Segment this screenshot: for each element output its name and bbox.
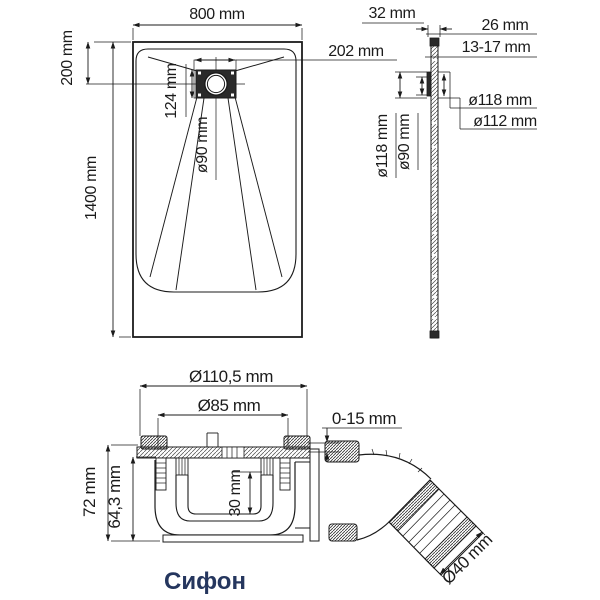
tray-slope-lines bbox=[147, 56, 285, 291]
tray-section-joints bbox=[431, 58, 438, 320]
outlet-collar-upper bbox=[388, 479, 440, 532]
tray-bottom-cap bbox=[429, 330, 440, 339]
union-nut-bottom bbox=[328, 523, 358, 542]
dim-label-1400: 1400 mm bbox=[83, 156, 100, 220]
drain-hole-inner bbox=[206, 74, 226, 94]
flange-notch bbox=[231, 71, 234, 75]
siphon-section-view: Ø110,5 mm Ø85 mm 0-15 mm 72 mm 64,3 mm 3… bbox=[80, 367, 496, 595]
dim-label-90-left: ø90 mm bbox=[396, 114, 413, 170]
dim-label-118-right: ø118 mm bbox=[468, 92, 532, 109]
dim-label-64-3: 64,3 mm bbox=[105, 465, 124, 529]
siphon-body bbox=[136, 432, 320, 543]
cup-rib-right bbox=[260, 457, 274, 476]
tray-top-cap bbox=[429, 37, 440, 47]
dim-label-112-right: ø112 mm bbox=[473, 113, 537, 130]
tray-side-view: 32 mm 26 mm 13-17 mm ø118 mm ø112 mm ø11… bbox=[362, 5, 537, 339]
flange-grate-window bbox=[221, 446, 245, 459]
clamp-screw-left bbox=[140, 435, 168, 450]
dim-label-32: 32 mm bbox=[369, 5, 416, 22]
threaded-post-right bbox=[279, 457, 291, 491]
cup-inner bbox=[187, 475, 262, 515]
dim-label-124: 124 mm bbox=[163, 63, 180, 118]
union-nut-top bbox=[324, 440, 360, 463]
dim-40 bbox=[439, 531, 483, 575]
dim-label-drain-diameter: ø90 mm bbox=[194, 117, 211, 173]
drain-flange-side bbox=[426, 71, 432, 97]
cup-rib-left bbox=[175, 457, 189, 476]
base-plate bbox=[162, 534, 304, 543]
outlet-flange-plate bbox=[309, 448, 320, 542]
dim-label-85: Ø85 mm bbox=[198, 396, 261, 415]
flange-notch bbox=[198, 93, 201, 97]
flange-notch bbox=[198, 71, 201, 75]
clamp-screw-right bbox=[283, 435, 311, 450]
tray-basin-edge bbox=[135, 48, 297, 293]
flange-notch bbox=[231, 93, 234, 97]
dim-label-200: 200 mm bbox=[59, 30, 76, 85]
dim-label-72: 72 mm bbox=[80, 467, 99, 517]
tray-top-view: 800 mm 200 mm 1400 mm 202 mm 124 mm ø90 … bbox=[59, 6, 397, 338]
dim-label-0-15: 0-15 mm bbox=[332, 409, 397, 428]
dim-label-26: 26 mm bbox=[482, 17, 529, 34]
elbow-outer-curve bbox=[358, 453, 432, 480]
cup-outer bbox=[175, 475, 274, 522]
siphon-caption: Сифон bbox=[164, 568, 246, 595]
dim-label-30: 30 mm bbox=[227, 469, 244, 516]
dim-label-800: 800 mm bbox=[189, 6, 244, 23]
dim-label-202: 202 mm bbox=[328, 43, 383, 60]
dim-label-118-left: ø118 mm bbox=[374, 114, 391, 178]
elbow-inner-curve bbox=[356, 520, 391, 541]
dim-label-110-5: Ø110,5 mm bbox=[189, 367, 273, 386]
dim-label-13-17: 13-17 mm bbox=[462, 39, 531, 56]
threaded-post-left bbox=[155, 457, 167, 491]
